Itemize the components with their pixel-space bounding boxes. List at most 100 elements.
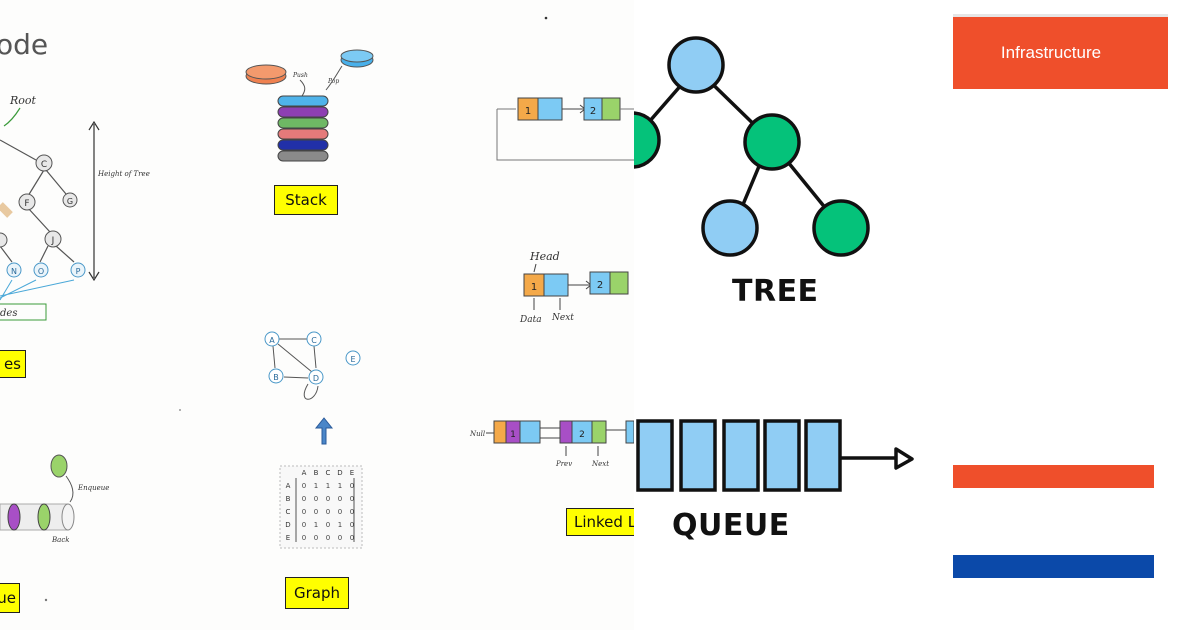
graph-node-b: B [273,373,279,382]
head-note: Head [529,250,560,263]
matrix-row-header: D [285,521,290,529]
matrix-col-header: D [337,469,342,477]
back-note: Back [51,536,69,544]
matrix-cell: 0 [314,508,318,516]
tree-leaf-left [701,199,759,257]
tree-root-node [667,36,725,94]
circular-node-2: 2 [590,106,596,117]
tree-node-o: O [38,267,44,276]
matrix-cell: 1 [338,482,342,490]
matrix-cell: 1 [338,521,342,529]
null-note: Null [469,430,485,438]
circular-linked-list-sketch: 1 2 [496,97,634,161]
matrix-col-header: B [314,469,319,477]
matrix-cell: 0 [350,521,354,529]
matrix-cell: 0 [338,508,342,516]
matrix-row-header: B [286,495,291,503]
push-note: Push [292,72,308,79]
doubly-next-note: Next [591,460,609,468]
tree-node-f: F [24,199,29,209]
linked-list-label: Linked L [566,508,634,536]
matrix-cell: 0 [350,495,354,503]
matrix-cell: 1 [314,482,318,490]
trees-label: es [0,350,26,378]
matrix-cell: 1 [314,521,318,529]
data-note: Data [519,315,542,325]
matrix-cell: 0 [350,482,354,490]
arrow-right-icon [894,447,914,470]
matrix-cell: 0 [350,534,354,542]
matrix-cell: 0 [302,534,306,542]
graph-node-a: A [269,336,275,345]
graph-sketch: A C B D E [264,331,363,549]
queue-title: QUEUE [672,508,790,543]
matrix-cell: 0 [326,521,330,529]
illustration-svg [634,36,914,492]
matrix-cell: 0 [302,508,306,516]
blue-stripe [953,555,1154,578]
next-note: Next [551,313,574,323]
queue-label: ue [0,583,20,613]
tree-leaf-right [812,199,870,257]
graph-node-e: E [350,355,355,364]
matrix-cell: 0 [326,508,330,516]
matrix-row-header: A [286,482,291,490]
infrastructure-banner[interactable]: Infrastructure [953,17,1168,89]
graph-node-c: C [311,336,317,345]
tree-node-g: G [67,197,73,206]
tree-node-p: P [76,267,81,276]
height-of-tree-note: Height of Tree [97,170,150,178]
matrix-cell: 0 [314,534,318,542]
tree-left-node [634,111,661,169]
singly-node-2: 2 [597,280,603,291]
tree-node-n: N [11,267,17,276]
enqueue-note: Enqueue [77,484,109,492]
tree-node-j: J [51,236,55,246]
whiteboard-drawing: ode Root C F G J N O P [0,16,634,613]
tree-node-c: C [41,160,47,170]
matrix-row-header: E [286,534,290,542]
right-strip: Infrastructure [950,0,1200,630]
matrix-cell: 0 [302,495,306,503]
tree-queue-illustration: TREE QUEUE [634,0,950,630]
matrix-cell: 0 [326,534,330,542]
title-fragment: ode [0,28,48,61]
leaf-nodes-note: des [0,308,17,319]
matrix-cell: 0 [326,495,330,503]
tree-title: TREE [732,274,819,309]
matrix-col-header: C [326,469,331,477]
graph-node-d: D [313,374,319,383]
matrix-cell: 1 [326,482,330,490]
matrix-cell: 0 [338,534,342,542]
stack-label: Stack [274,185,338,215]
matrix-cell: 0 [314,495,318,503]
whiteboard-collage: ode Root C F G J N O P [0,16,634,613]
matrix-cell: 0 [338,495,342,503]
infrastructure-label: Infrastructure [1000,43,1102,62]
doubly-node-2: 2 [579,430,585,440]
stack-sketch: Push Pop [245,49,374,162]
pop-note: Pop [327,78,339,85]
matrix-row-header: C [286,508,291,516]
singly-node-1: 1 [531,282,537,293]
matrix-cell: 0 [350,508,354,516]
queue-sketch: Enqueue Back [0,454,109,544]
top-divider [953,14,1168,18]
matrix-cell: 0 [302,482,306,490]
up-arrow-icon [314,417,334,445]
singly-linked-list-sketch: Head 1 2 Data Next [519,250,629,325]
tree-right-node [743,113,801,171]
matrix-col-header: E [350,469,354,477]
circular-node-1: 1 [525,106,531,117]
doubly-linked-list-sketch: Null 1 2 Prev Next [469,420,634,468]
graph-label: Graph [285,577,349,609]
root-note: Root [9,94,37,107]
matrix-col-header: A [302,469,307,477]
matrix-cell: 0 [302,521,306,529]
prev-note: Prev [555,460,572,468]
tree-sketch: Root C F G J N O P [0,94,150,321]
doubly-node-1: 1 [510,430,516,440]
orange-stripe [953,465,1154,488]
queue-cells [636,419,842,492]
